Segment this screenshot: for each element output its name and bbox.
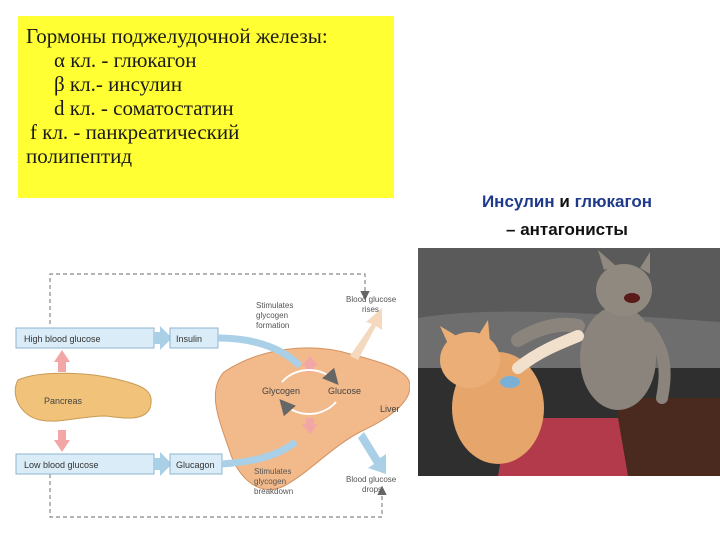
stim-breakdown-2: glycogen [254, 477, 286, 486]
glucose-label: Glucose [328, 386, 361, 396]
cats-fighting-photo [418, 248, 720, 476]
bg-rises-2: rises [362, 305, 379, 314]
rises-arrow [350, 308, 382, 360]
liver-pink-arrow-bottom [302, 418, 318, 434]
pancreas-label: Pancreas [44, 396, 83, 406]
bottom-loop-arrow [49, 474, 387, 518]
glucagon-to-liver-arrow [221, 439, 299, 468]
alpha-cells-line: α кл. - глюкагон [54, 48, 197, 72]
high-blood-glucose-label: High blood glucose [24, 334, 101, 344]
stim-breakdown-3: breakdown [254, 487, 293, 496]
arrow-to-glucagon [154, 452, 172, 476]
caption-glucagon: глюкагон [574, 192, 653, 211]
pink-arrow-down [54, 430, 70, 452]
f-cells-line-2: полипептид [26, 144, 133, 168]
delta-cells-line: d кл. - соматостатин [54, 96, 234, 120]
top-loop-arrow [49, 273, 370, 324]
caption-and: и [559, 192, 570, 211]
stim-breakdown-1: Stimulates [254, 467, 291, 476]
hormones-title: Гормоны поджелудочной железы: [26, 24, 328, 48]
glucagon-label: Glucagon [176, 460, 215, 470]
drops-arrow [358, 432, 386, 474]
bg-drops-2: drops [362, 485, 382, 494]
cycle-arrow-top [281, 367, 339, 386]
f-cells-line-1: f кл. - панкреатический [30, 120, 240, 144]
hormones-box: Гормоны поджелудочной железы: α кл. - гл… [18, 16, 394, 198]
stim-formation-2: glycogen [256, 311, 288, 320]
pancreas-shape [14, 372, 152, 422]
insulin-to-liver-arrow [217, 334, 303, 369]
stim-formation-3: formation [256, 321, 289, 330]
bg-rises-1: Blood glucose [346, 295, 397, 304]
stim-formation-1: Stimulates [256, 301, 293, 310]
pink-arrow-up [54, 350, 70, 372]
liver-pink-arrow-top [302, 356, 318, 372]
bg-drops-1: Blood glucose [346, 475, 397, 484]
arrow-to-insulin [154, 326, 172, 350]
cycle-arrow-bottom [279, 398, 337, 417]
low-blood-glucose-label: Low blood glucose [24, 460, 99, 470]
liver-label: Liver [380, 404, 400, 414]
caption-antagonists: – антагонисты [506, 220, 628, 239]
antagonists-caption: Инсулин и глюкагон – антагонисты [420, 188, 714, 244]
caption-line-1: Инсулин и глюкагон [420, 188, 714, 216]
caption-insulin: Инсулин [481, 192, 555, 211]
insulin-label: Insulin [176, 334, 202, 344]
glucose-regulation-diagram: High blood glucose Insulin Pancreas Low … [14, 273, 410, 518]
glycogen-label: Glycogen [262, 386, 300, 396]
beta-cells-line: β кл.- инсулин [54, 72, 183, 96]
